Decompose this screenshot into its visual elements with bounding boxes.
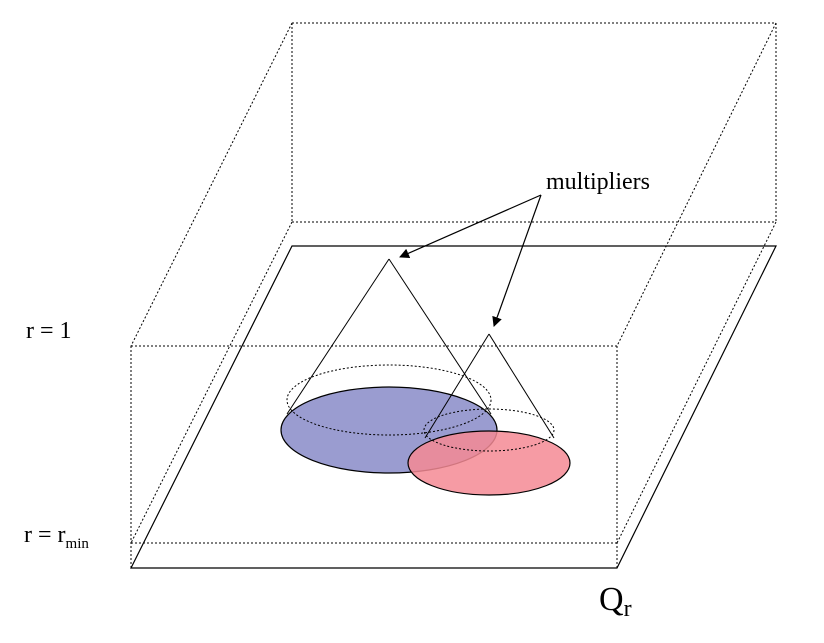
r-equals-1-label: r = 1 <box>26 318 72 344</box>
r-min-label: r = rmin <box>24 522 89 552</box>
red-ellipse <box>407 430 571 496</box>
q-r-label: Qr <box>599 581 632 622</box>
upper-box-dotted <box>130 22 777 347</box>
multiplier-arrows <box>399 194 542 327</box>
multipliers-label: multipliers <box>546 169 650 195</box>
cone-1 <box>286 258 492 436</box>
cone-2 <box>423 333 555 452</box>
front-face-dotted <box>130 221 777 568</box>
plane-r-1 <box>130 245 777 569</box>
